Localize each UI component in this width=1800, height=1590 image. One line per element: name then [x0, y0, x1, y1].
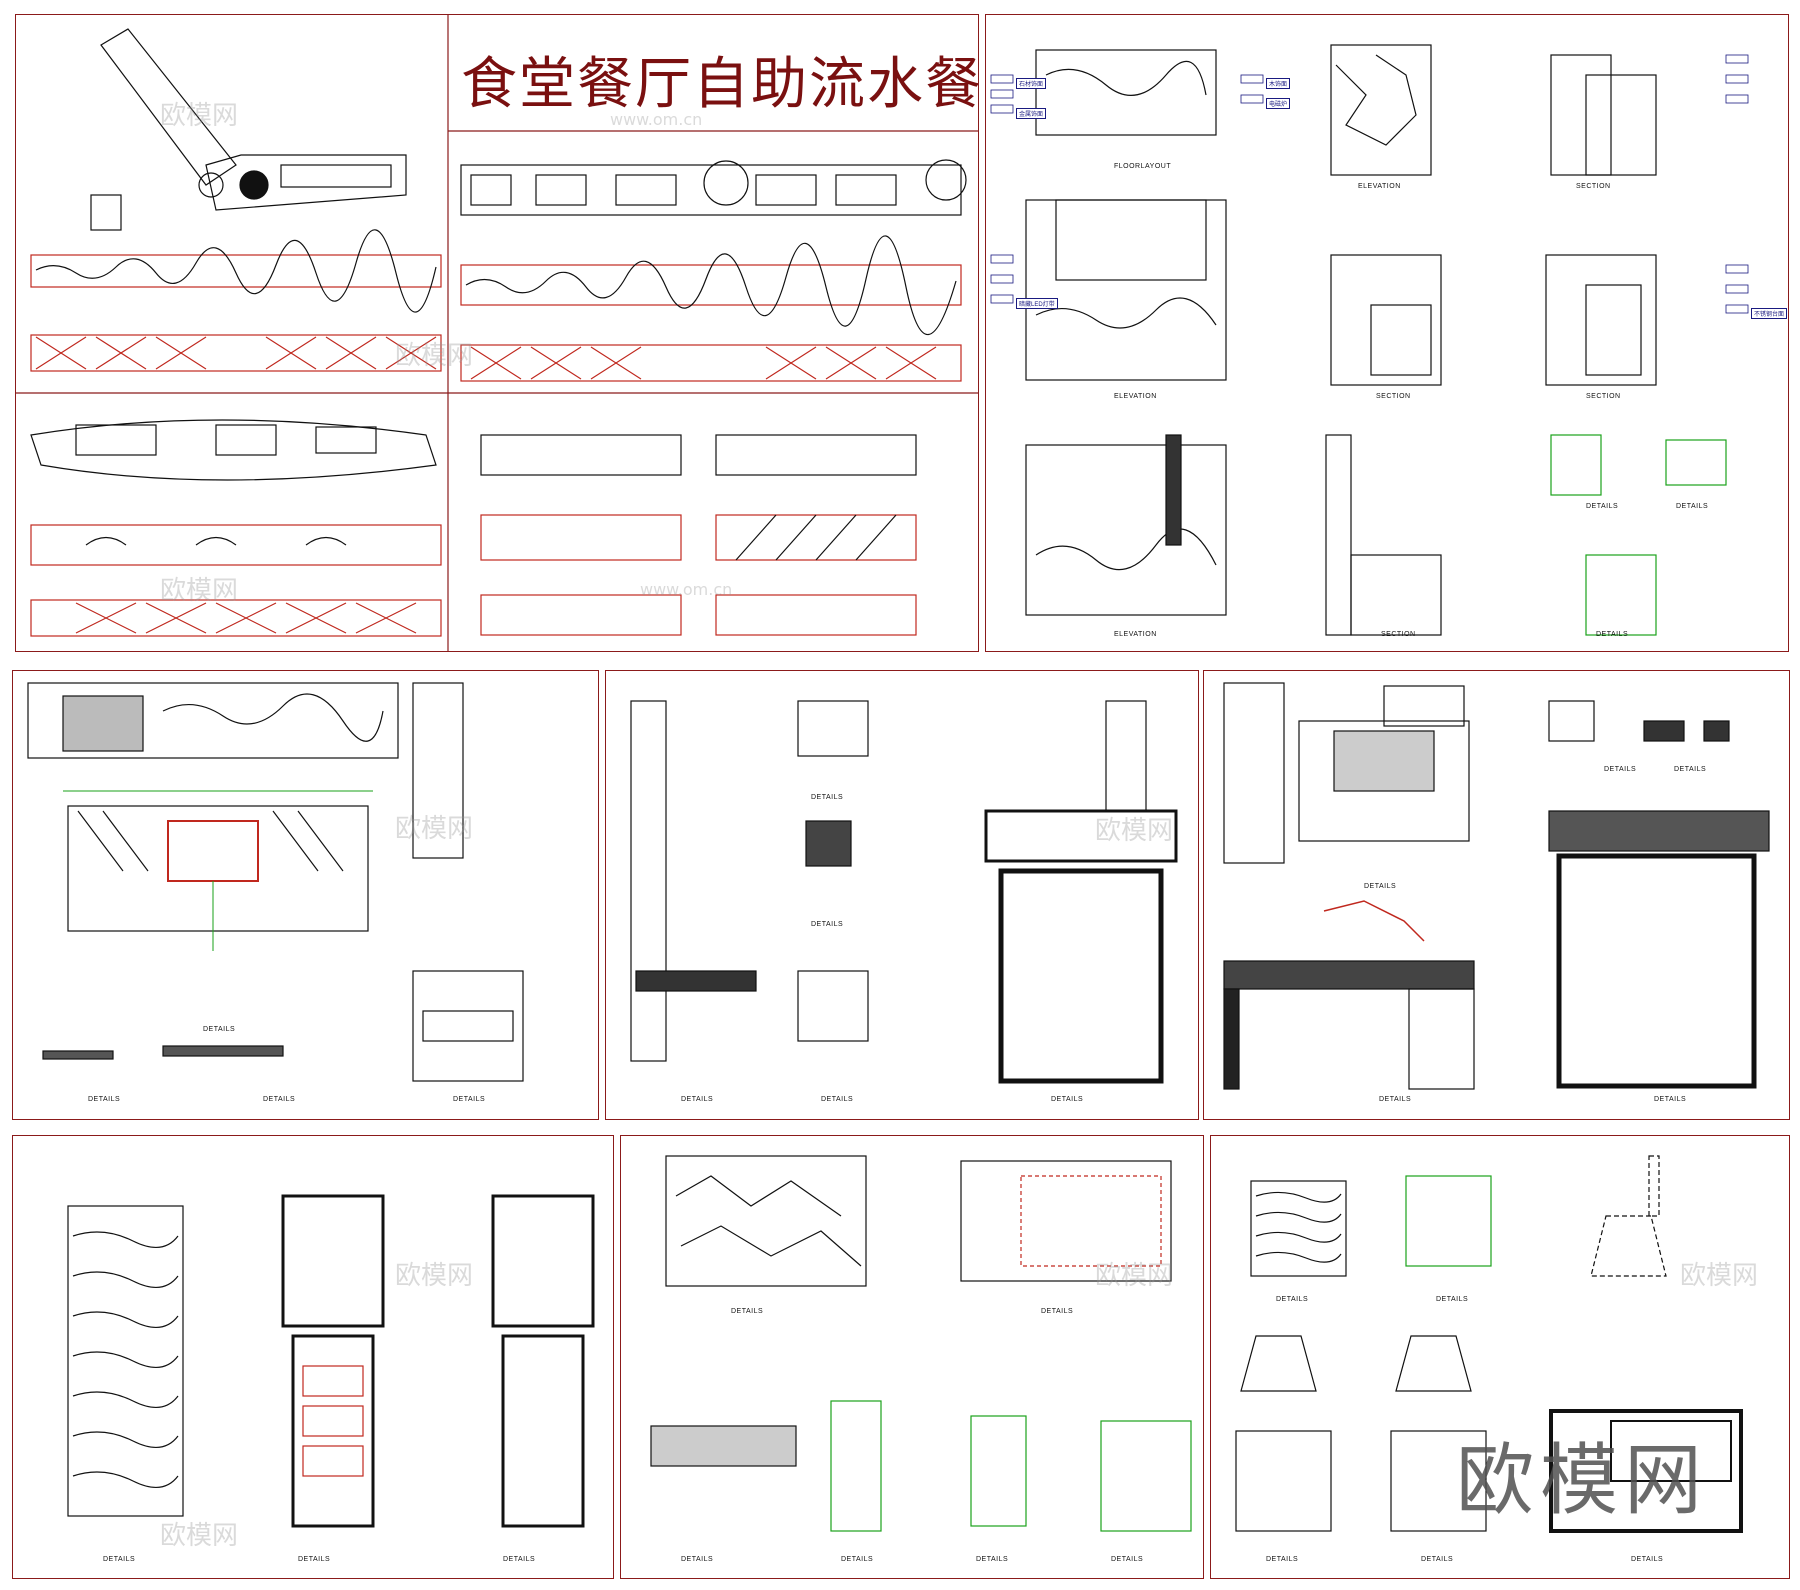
- caption-section-2: SECTION: [1376, 393, 1411, 400]
- details-1-drawings: [27, 682, 524, 1082]
- caption-details-24: DETAILS: [841, 1556, 874, 1563]
- tag-metal: 金属饰面: [1016, 108, 1047, 119]
- sheet-details-5: DETAILS DETAILS DETAILS DETAILS DETAILS …: [620, 1135, 1204, 1579]
- caption-details-27: DETAILS: [1276, 1296, 1309, 1303]
- caption-details-21: DETAILS: [731, 1308, 764, 1315]
- caption-details-30: DETAILS: [1421, 1556, 1454, 1563]
- caption-details-19: DETAILS: [298, 1556, 331, 1563]
- caption-details-11: DETAILS: [821, 1096, 854, 1103]
- caption-details-18: DETAILS: [103, 1556, 136, 1563]
- caption-section-3: SECTION: [1586, 393, 1621, 400]
- caption-elevation-2: ELEVATION: [1114, 393, 1157, 400]
- tag-wood: 木饰面: [1266, 78, 1291, 89]
- caption-details-29: DETAILS: [1266, 1556, 1299, 1563]
- caption-section-4: SECTION: [1381, 631, 1416, 638]
- tag-led: 暗藏LED灯带: [1016, 298, 1058, 309]
- caption-details-3: DETAILS: [1596, 631, 1629, 638]
- sheet-overview: 食堂餐厅自助流水餐台: [15, 14, 979, 652]
- sheet-details-2: DETAILS DETAILS DETAILS DETAILS DETAILS: [605, 670, 1199, 1120]
- details-2-drawings: [630, 700, 1178, 1084]
- tag-steel-top: 不锈钢台面: [1751, 308, 1788, 319]
- caption-details-28: DETAILS: [1436, 1296, 1469, 1303]
- details-4-drawings: [67, 1194, 595, 1528]
- sheet-details-4: DETAILS DETAILS DETAILS: [12, 1135, 614, 1579]
- caption-elevation-3: ELEVATION: [1114, 631, 1157, 638]
- details-5-drawings: [650, 1155, 1192, 1532]
- caption-details-6: DETAILS: [263, 1096, 296, 1103]
- elevation-drawings: [990, 44, 1749, 636]
- tag-cooker: 电磁炉: [1266, 98, 1291, 109]
- caption-details-23: DETAILS: [681, 1556, 714, 1563]
- caption-details-20: DETAILS: [503, 1556, 536, 1563]
- details-6-drawings: [1235, 1155, 1743, 1533]
- details-3-drawings: [1223, 682, 1770, 1090]
- caption-details-2: DETAILS: [1676, 503, 1709, 510]
- caption-details-7: DETAILS: [453, 1096, 486, 1103]
- caption-details-12: DETAILS: [1051, 1096, 1084, 1103]
- caption-details-10: DETAILS: [681, 1096, 714, 1103]
- sheet-elevations: FLOORLAYOUT ELEVATION SECTION ELEVATION …: [985, 14, 1789, 652]
- caption-floorlayout: FLOORLAYOUT: [1114, 163, 1172, 170]
- sheet-details-3: DETAILS DETAILS DETAILS DETAILS DETAILS: [1203, 670, 1790, 1120]
- caption-details-31: DETAILS: [1631, 1556, 1664, 1563]
- caption-details-16: DETAILS: [1379, 1096, 1412, 1103]
- overview-drawings: [16, 15, 978, 651]
- caption-section-1: SECTION: [1576, 183, 1611, 190]
- caption-details-26: DETAILS: [1111, 1556, 1144, 1563]
- drawing-title: 食堂餐厅自助流水餐台: [461, 52, 979, 117]
- caption-details-22: DETAILS: [1041, 1308, 1074, 1315]
- caption-details-4: DETAILS: [203, 1026, 236, 1033]
- caption-details-14: DETAILS: [1604, 766, 1637, 773]
- caption-details-1: DETAILS: [1586, 503, 1619, 510]
- caption-details-25: DETAILS: [976, 1556, 1009, 1563]
- caption-details-17: DETAILS: [1654, 1096, 1687, 1103]
- tag-stone: 石材饰面: [1016, 78, 1047, 89]
- caption-details-8: DETAILS: [811, 794, 844, 801]
- caption-elevation-1: ELEVATION: [1358, 183, 1401, 190]
- caption-details-15: DETAILS: [1674, 766, 1707, 773]
- sheet-details-6: DETAILS DETAILS DETAILS DETAILS DETAILS: [1210, 1135, 1790, 1579]
- sheet-details-1: DETAILS DETAILS DETAILS DETAILS: [12, 670, 599, 1120]
- caption-details-9: DETAILS: [811, 921, 844, 928]
- caption-details-13: DETAILS: [1364, 883, 1397, 890]
- caption-details-5: DETAILS: [88, 1096, 121, 1103]
